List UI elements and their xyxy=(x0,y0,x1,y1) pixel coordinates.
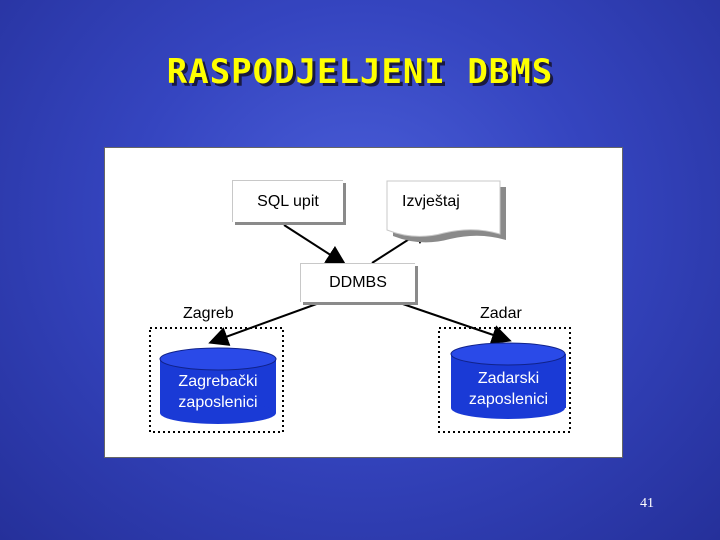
zagreb-database-label: Zagrebački zaposlenici xyxy=(160,371,276,413)
ddbms-label: DDMBS xyxy=(329,274,387,291)
slide-title: RASPODJELJENI DBMS xyxy=(166,52,554,92)
zagreb-db-line1: Zagrebački xyxy=(178,373,258,390)
zagreb-site-label: Zagreb xyxy=(183,305,234,322)
sql-query-node: SQL upit xyxy=(232,180,343,222)
sql-query-label: SQL upit xyxy=(257,192,319,210)
zadar-site-label: Zadar xyxy=(480,305,522,322)
zadar-site-box xyxy=(438,327,571,433)
arrow-sql-to-ddmbs xyxy=(283,224,347,266)
report-document-shape xyxy=(386,180,506,243)
zadar-database-label: Zadarski zaposlenici xyxy=(451,368,566,410)
report-node-label: Izvještaj xyxy=(402,193,460,210)
zagreb-site-box xyxy=(149,327,284,433)
zadar-database-icon xyxy=(450,342,566,419)
zagreb-db-line2: zaposlenici xyxy=(178,394,258,411)
arrow-ddmbs-to-zadar xyxy=(396,301,512,345)
page-number: 41 xyxy=(640,496,654,511)
ddbms-node: DDMBS xyxy=(300,263,415,302)
arrow-ddmbs-to-zagreb xyxy=(208,301,323,346)
zadar-db-line1: Zadarski xyxy=(477,370,540,387)
zagreb-database-icon xyxy=(159,347,277,424)
zadar-db-line2: zaposlenici xyxy=(468,391,549,408)
